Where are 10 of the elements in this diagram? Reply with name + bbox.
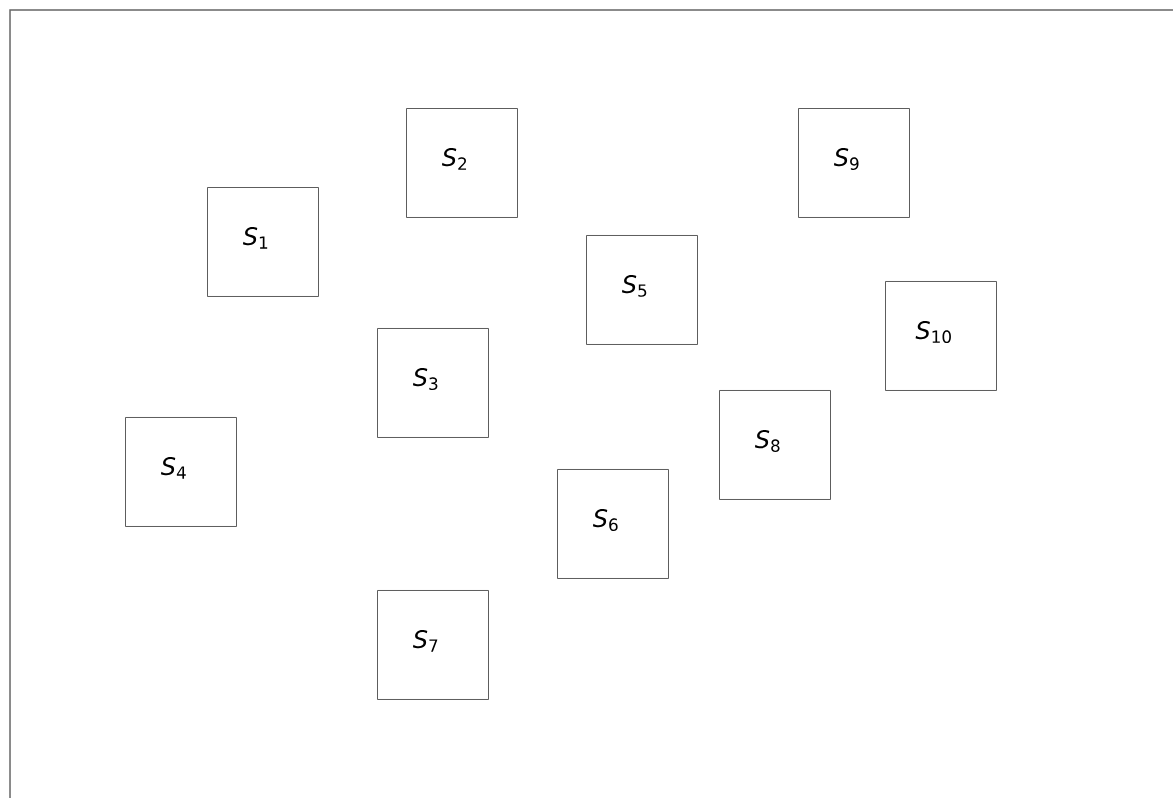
label-box: S$_{10}$ [885, 281, 997, 391]
label-box: S$_{1}$ [207, 187, 319, 297]
label-box: S$_{5}$ [586, 235, 698, 345]
label-box: S$_{7}$ [377, 590, 489, 700]
label-box: S$_{9}$ [798, 108, 910, 218]
label-box: S$_{4}$ [125, 417, 237, 527]
label-box: S$_{3}$ [377, 328, 489, 438]
label-box: S$_{6}$ [557, 469, 669, 579]
label-box: S$_{2}$ [406, 108, 518, 218]
label-box: S$_{8}$ [719, 390, 831, 500]
